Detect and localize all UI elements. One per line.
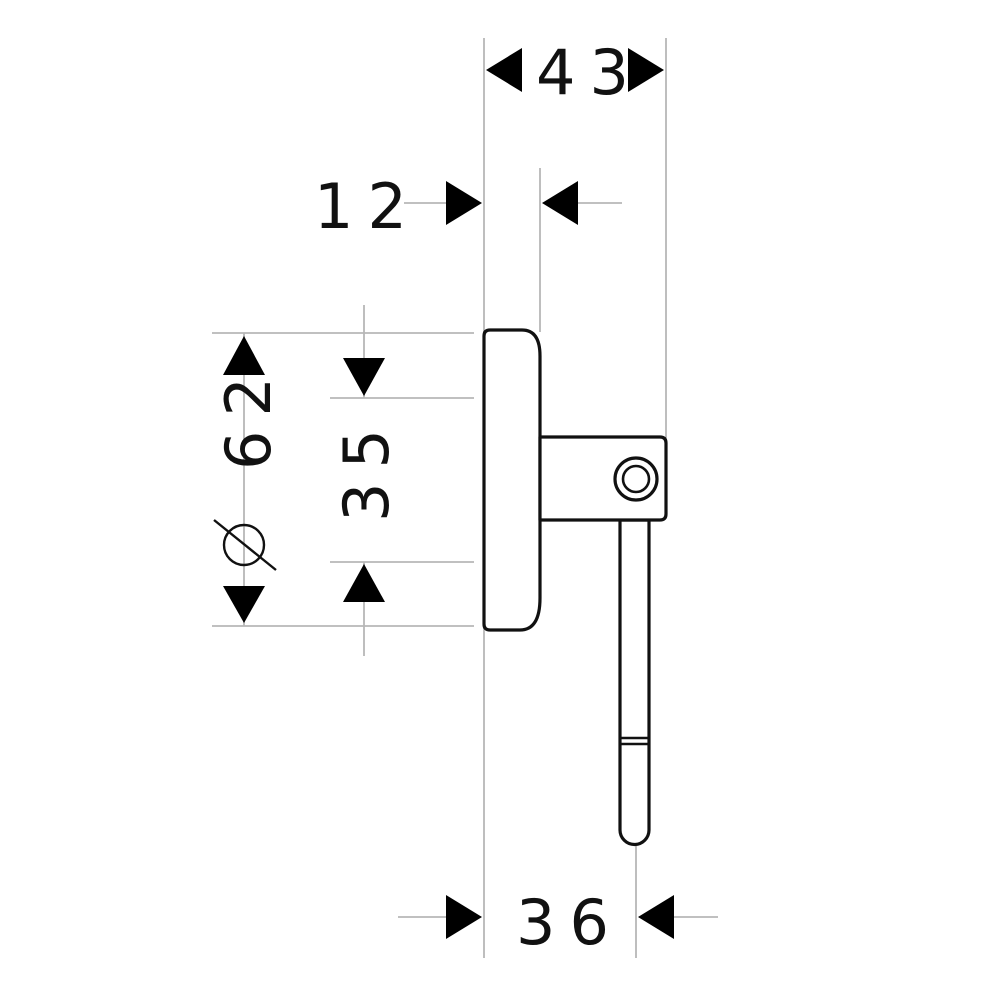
arrow-diameter-top	[223, 336, 265, 375]
dimension-labels: 43 12 36 62 35	[212, 36, 643, 959]
dim-label-12: 12	[314, 170, 421, 243]
arrow-35-top	[343, 358, 385, 396]
arrow-35-bottom	[343, 564, 385, 602]
diameter-symbol-slash	[213, 519, 277, 571]
dim-label-62: 62	[212, 363, 285, 470]
diameter-symbol-circle	[222, 523, 266, 567]
arrow-43-left	[486, 48, 522, 92]
arrow-36-right	[638, 895, 674, 939]
arrow-12-right	[542, 181, 578, 225]
dim-label-36: 36	[516, 886, 623, 959]
arrow-36-left	[446, 895, 482, 939]
arrow-12-left	[446, 181, 482, 225]
pivot-outer-circle	[613, 456, 659, 502]
dim-label-35: 35	[330, 415, 403, 522]
arrow-43-right	[628, 48, 664, 92]
arrow-diameter-bottom	[223, 586, 265, 623]
towel-ring-part	[482, 328, 668, 847]
pivot-inner-circle	[621, 464, 651, 494]
dim-label-43: 43	[536, 36, 643, 109]
ring-body	[618, 518, 651, 847]
diameter-symbol-icon	[213, 519, 277, 571]
dimension-arrows	[223, 48, 674, 939]
wall-flange	[482, 328, 542, 632]
